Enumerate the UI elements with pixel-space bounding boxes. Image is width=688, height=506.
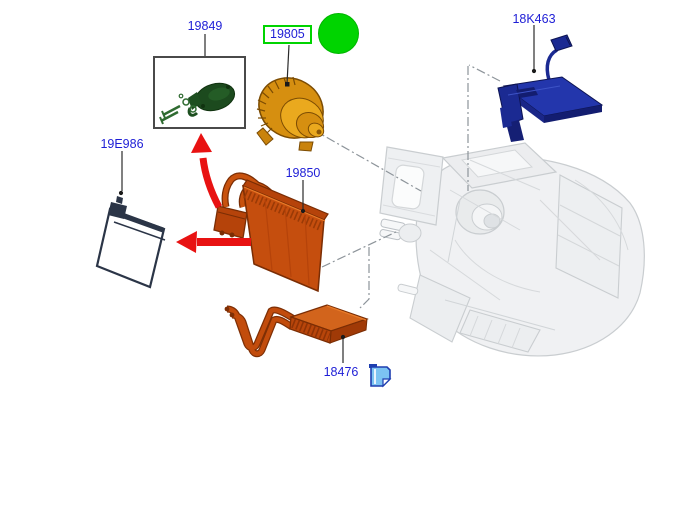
- callout-expansion-valve-kit[interactable]: 19849: [187, 19, 223, 33]
- dash-line-blower: [311, 128, 422, 192]
- callout-cabin-air-filter[interactable]: 19E986: [100, 137, 144, 151]
- heater-pipe: [231, 312, 294, 356]
- leader-dots: [118, 68, 537, 340]
- evaporator-pipe: [222, 173, 264, 208]
- valve-bracket: [188, 92, 201, 110]
- valve-oring: [182, 98, 190, 106]
- red-arrow-curved: [191, 133, 223, 209]
- module-wire: [545, 48, 558, 81]
- connector-lines: [311, 64, 501, 309]
- dash-line-evaporator: [321, 230, 399, 268]
- evaporator-core-part[interactable]: [213, 172, 329, 293]
- note-icon[interactable]: [369, 364, 392, 388]
- dash-line-heater: [359, 247, 370, 309]
- callout-blower-resistor[interactable]: 18K463: [512, 12, 556, 26]
- callout-blower-motor-highlighted[interactable]: 19805: [263, 25, 312, 44]
- blower-motor-part[interactable]: [248, 66, 334, 152]
- valve-screw: [162, 104, 181, 117]
- filter-clip: [108, 202, 127, 219]
- cabin-air-filter-part[interactable]: [95, 196, 166, 289]
- valve-oring: [189, 105, 197, 113]
- callout-evaporator-core[interactable]: 19850: [285, 166, 321, 180]
- blower-mount-tab: [256, 127, 274, 146]
- blower-mount-tab: [298, 141, 314, 152]
- valve-screw: [160, 110, 179, 123]
- heater-core-part[interactable]: [224, 304, 369, 358]
- resistor-module-part[interactable]: [497, 34, 604, 142]
- evaporator-fins: [243, 189, 324, 232]
- expansion-valve-kit-box[interactable]: [153, 56, 246, 129]
- blower-shaft-hub: [316, 129, 322, 135]
- dash-line-module-elbow: [468, 64, 501, 82]
- hvac-housing-ghost: [379, 142, 645, 357]
- callout-heater-core[interactable]: 18476: [323, 365, 359, 379]
- leader-lines: [121, 25, 535, 363]
- green-circle-marker: [318, 13, 359, 54]
- red-arrow-left: [176, 231, 251, 253]
